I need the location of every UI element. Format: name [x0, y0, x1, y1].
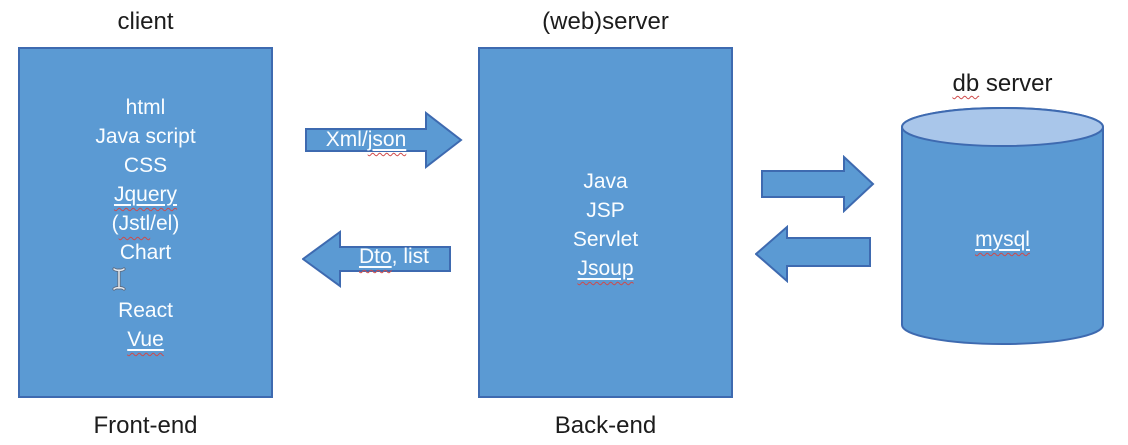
- arrow-server-to-db: [761, 155, 875, 213]
- db-cylinder: [901, 107, 1104, 345]
- arrow-label-dto-list: Dto, list: [358, 245, 430, 268]
- text-cursor-icon: [112, 267, 126, 291]
- tech-list-line: Jquery: [113, 183, 178, 206]
- tech-list-line: Vue: [127, 328, 164, 351]
- back-end-label: Back-end: [554, 412, 657, 439]
- tech-list-line: Java: [583, 170, 628, 193]
- tech-list-line: Java script: [95, 125, 196, 148]
- arrow-client-to-server: [305, 111, 463, 169]
- client-title: client: [117, 8, 174, 35]
- tech-list-line: (Jstl/el): [111, 212, 180, 235]
- web-server-title: (web)server: [542, 8, 669, 35]
- tech-list-line: Jsoup: [577, 257, 634, 280]
- db-label-mysql: mysql: [975, 228, 1030, 251]
- tech-list-line: [20, 267, 271, 296]
- tech-list-line: Chart: [119, 241, 172, 264]
- tech-list-line: Servlet: [572, 228, 639, 251]
- front-end-label: Front-end: [93, 412, 198, 439]
- db-cylinder-top: [901, 107, 1104, 147]
- arrow-server-to-client: [302, 230, 451, 288]
- db-server-title: db server: [952, 70, 1053, 97]
- tech-list-line: React: [118, 299, 173, 322]
- tech-list-line: JSP: [586, 199, 625, 222]
- arrow-label-xml-json: Xml/json: [325, 128, 407, 151]
- arrow-db-to-server: [755, 225, 871, 283]
- tech-list-line: html: [125, 96, 166, 119]
- tech-list-line: CSS: [123, 154, 168, 177]
